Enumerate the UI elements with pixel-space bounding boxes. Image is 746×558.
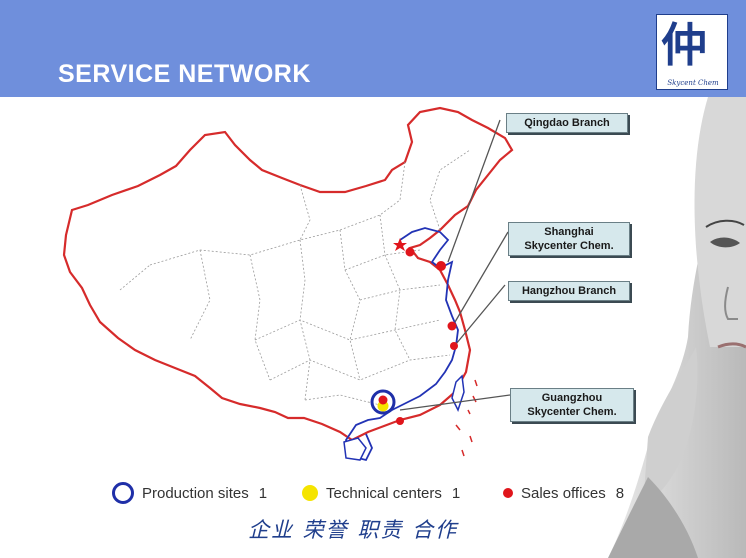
branch-box-hangzhou: Hangzhou Branch bbox=[508, 281, 630, 301]
legend-technical-label: Technical centers bbox=[326, 484, 442, 502]
national-border bbox=[62, 106, 514, 442]
legend-sales-count: 8 bbox=[615, 484, 625, 502]
legend-sales-label: Sales offices bbox=[521, 484, 606, 502]
page-title: SERVICE NETWORK bbox=[58, 60, 311, 88]
company-logo: 仲 Skycent Chem bbox=[656, 14, 728, 90]
legend-technical-count: 1 bbox=[451, 484, 461, 502]
production-site-marker bbox=[370, 389, 396, 415]
technical-center-icon bbox=[302, 485, 318, 501]
production-site-icon bbox=[112, 482, 134, 504]
logo-caption: Skycent Chem bbox=[667, 79, 719, 87]
sales-office-marker bbox=[447, 321, 457, 331]
branch-box-shanghai: Shanghai Skycenter Chem. bbox=[508, 222, 630, 256]
legend-sales: Sales offices 8 bbox=[503, 483, 624, 503]
sales-office-marker bbox=[450, 342, 458, 350]
taiwan-island bbox=[451, 374, 465, 412]
model-face-image bbox=[608, 97, 746, 558]
legend-production: Production sites 1 bbox=[112, 482, 268, 504]
company-motto: 企业 荣誉 职责 合作 bbox=[248, 518, 459, 542]
header-banner bbox=[0, 0, 746, 97]
sales-office-marker bbox=[396, 417, 404, 425]
branch-box-guangzhou: Guangzhou Skycenter Chem. bbox=[510, 388, 634, 422]
legend-production-count: 1 bbox=[258, 484, 268, 502]
connector-lines bbox=[399, 119, 511, 411]
province-lines bbox=[119, 149, 471, 406]
sales-office-markers bbox=[396, 247, 458, 425]
branch-box-qingdao: Qingdao Branch bbox=[506, 113, 628, 133]
sales-office-marker bbox=[405, 247, 415, 257]
capital-star bbox=[393, 238, 407, 251]
legend-technical: Technical centers 1 bbox=[302, 483, 460, 503]
hainan-island bbox=[343, 437, 367, 461]
south-sea-dashes bbox=[455, 379, 478, 457]
coastline bbox=[345, 227, 459, 462]
sales-office-marker bbox=[378, 395, 388, 405]
legend-production-label: Production sites bbox=[142, 484, 249, 502]
logo-glyph: 仲 bbox=[661, 18, 707, 72]
sales-office-icon bbox=[503, 488, 513, 498]
sales-office-marker bbox=[436, 261, 446, 271]
